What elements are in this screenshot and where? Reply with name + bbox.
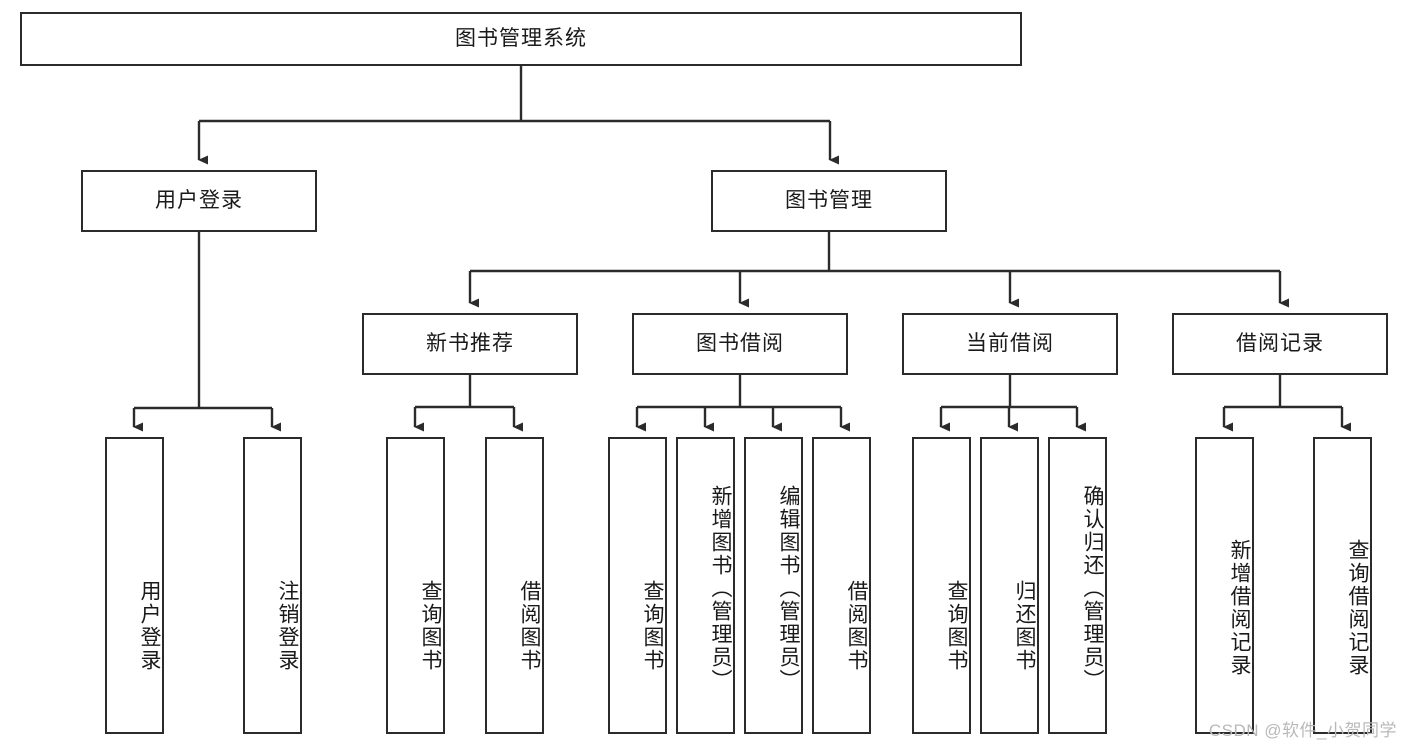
node-leaf-borrow-book-1-label: 借阅图书 bbox=[518, 579, 541, 672]
node-current-borrow[interactable]: 当前借阅 bbox=[902, 313, 1118, 375]
node-leaf-borrow-book-1[interactable]: 借阅图书 bbox=[485, 437, 544, 734]
node-book-borrow[interactable]: 图书借阅 bbox=[632, 313, 848, 375]
node-root[interactable]: 图书管理系统 bbox=[20, 12, 1022, 66]
edges-new-book-recommend-to-leaves bbox=[413, 375, 523, 432]
edges-book-borrow-to-leaves bbox=[635, 375, 850, 432]
node-new-book-recommend[interactable]: 新书推荐 bbox=[362, 313, 578, 375]
edges-current-borrow-to-leaves bbox=[939, 375, 1086, 432]
node-root-label: 图书管理系统 bbox=[455, 27, 587, 51]
node-leaf-confirm-return-label: 确认归还（管理员） bbox=[1081, 485, 1104, 692]
node-book-manage[interactable]: 图书管理 bbox=[711, 170, 947, 232]
node-leaf-add-record[interactable]: 新增借阅记录 bbox=[1195, 437, 1254, 734]
node-book-manage-label: 图书管理 bbox=[785, 189, 873, 213]
node-book-borrow-label: 图书借阅 bbox=[696, 332, 784, 356]
node-leaf-logout-label: 注销登录 bbox=[276, 579, 299, 672]
node-leaf-query-book-3-label: 查询图书 bbox=[945, 579, 968, 672]
node-leaf-add-record-label: 新增借阅记录 bbox=[1228, 539, 1251, 677]
node-leaf-query-book-2[interactable]: 查询图书 bbox=[608, 437, 667, 734]
node-leaf-add-book-label: 新增图书（管理员） bbox=[709, 485, 732, 692]
node-new-book-recommend-label: 新书推荐 bbox=[426, 332, 514, 356]
node-leaf-query-book-3[interactable]: 查询图书 bbox=[912, 437, 971, 734]
watermark-text: CSDN @软件_小贺同学 bbox=[1208, 721, 1397, 740]
node-user-login[interactable]: 用户登录 bbox=[81, 170, 317, 232]
node-borrow-record[interactable]: 借阅记录 bbox=[1172, 313, 1388, 375]
node-leaf-query-book-1[interactable]: 查询图书 bbox=[386, 437, 445, 734]
node-leaf-edit-book[interactable]: 编辑图书（管理员） bbox=[744, 437, 803, 734]
node-leaf-add-book[interactable]: 新增图书（管理员） bbox=[676, 437, 735, 734]
node-leaf-borrow-book-2[interactable]: 借阅图书 bbox=[812, 437, 871, 734]
edges-root-to-level2 bbox=[197, 66, 839, 165]
node-user-login-label: 用户登录 bbox=[155, 189, 243, 213]
edges-book-manage-to-level3 bbox=[468, 232, 1289, 308]
node-leaf-borrow-book-2-label: 借阅图书 bbox=[845, 579, 868, 672]
node-leaf-query-book-2-label: 查询图书 bbox=[641, 579, 664, 672]
node-leaf-query-book-1-label: 查询图书 bbox=[419, 579, 442, 672]
node-leaf-query-record[interactable]: 查询借阅记录 bbox=[1313, 437, 1372, 734]
node-leaf-return-book-label: 归还图书 bbox=[1013, 579, 1036, 672]
node-leaf-edit-book-label: 编辑图书（管理员） bbox=[777, 485, 800, 692]
node-leaf-user-login[interactable]: 用户登录 bbox=[105, 437, 164, 734]
edges-user-login-to-leaves bbox=[132, 232, 281, 432]
edges-borrow-record-to-leaves bbox=[1222, 375, 1351, 432]
node-leaf-user-login-label: 用户登录 bbox=[138, 579, 161, 672]
node-leaf-return-book[interactable]: 归还图书 bbox=[980, 437, 1039, 734]
node-current-borrow-label: 当前借阅 bbox=[966, 332, 1054, 356]
node-leaf-query-record-label: 查询借阅记录 bbox=[1346, 539, 1369, 677]
node-leaf-confirm-return[interactable]: 确认归还（管理员） bbox=[1048, 437, 1107, 734]
node-borrow-record-label: 借阅记录 bbox=[1236, 332, 1324, 356]
node-leaf-logout[interactable]: 注销登录 bbox=[243, 437, 302, 734]
